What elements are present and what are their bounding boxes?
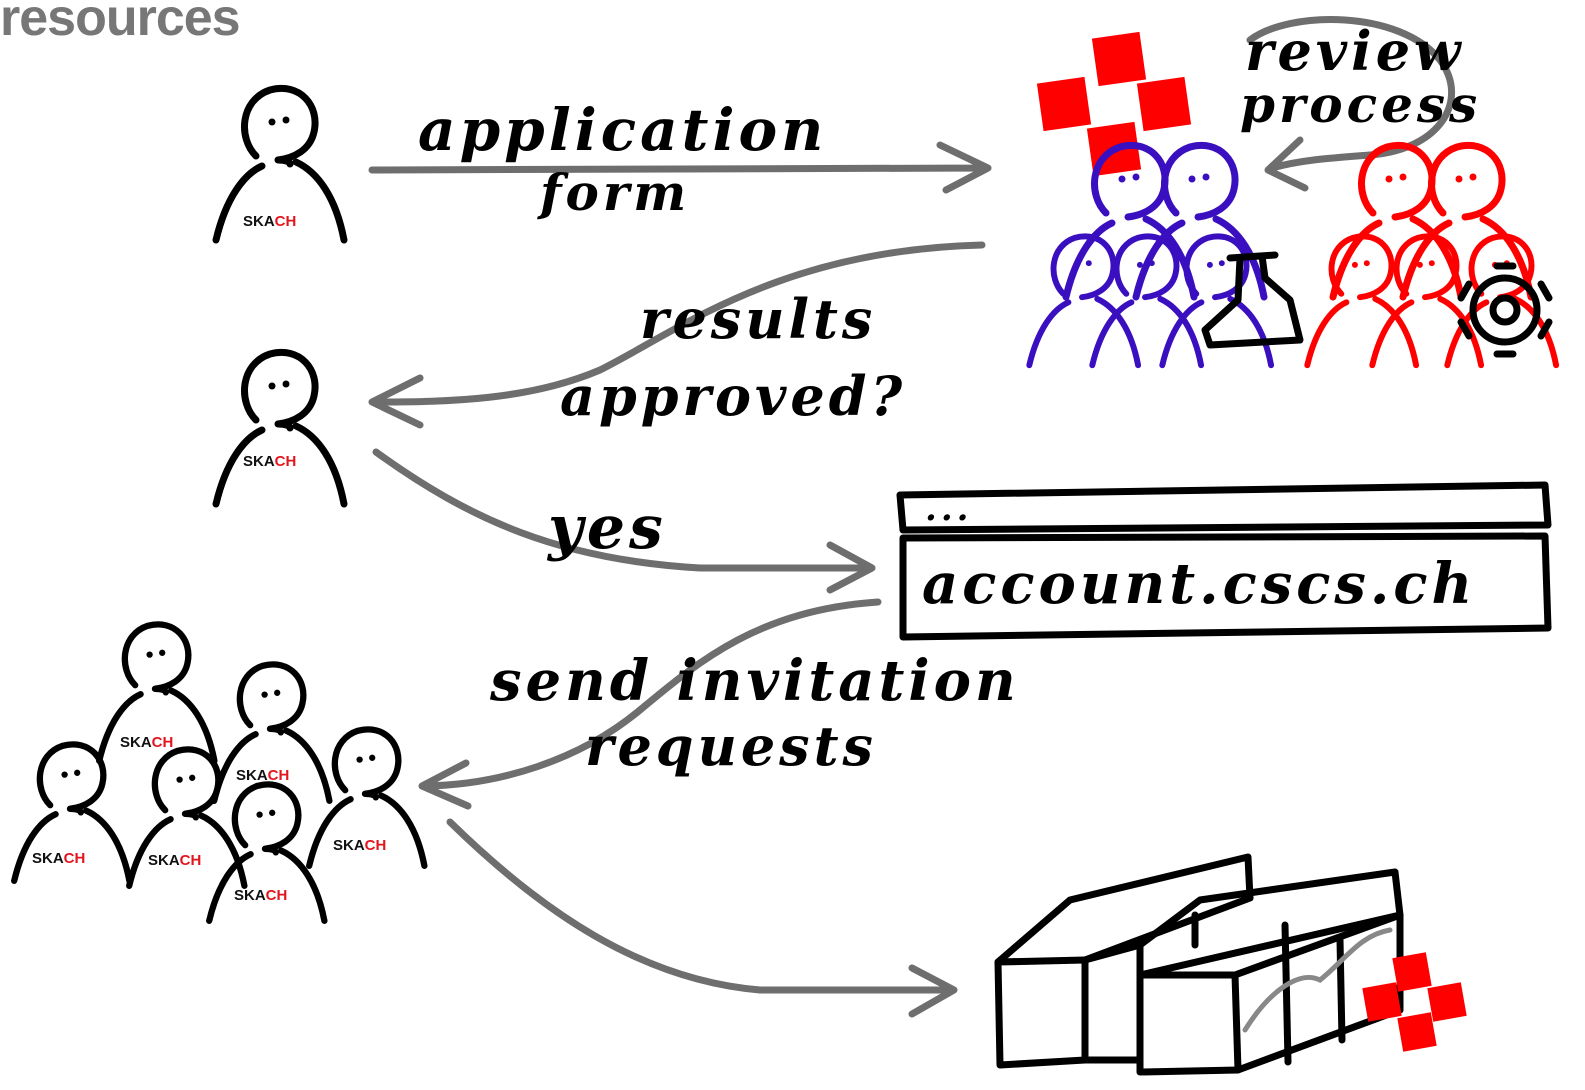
label-application: application [418, 96, 827, 164]
arrow-results [368, 241, 986, 429]
label-send-invitation: send invitation [489, 648, 1020, 714]
arrow-review-loop [1246, 16, 1455, 192]
svg-text:SKACH: SKACH [148, 852, 201, 869]
gear-icon [1457, 262, 1553, 358]
svg-text:SKACH: SKACH [234, 887, 287, 904]
arrow-application [368, 141, 992, 194]
svg-text:SKACH: SKACH [32, 850, 85, 867]
label-requests: requests [585, 714, 877, 778]
flask-icon [1201, 251, 1304, 349]
skach-logo: SKACH [243, 213, 296, 230]
label-review: review [1245, 19, 1465, 83]
svg-text:SKACH: SKACH [333, 837, 386, 854]
user-group: SKACH SKACH SKACH SKACH SKACH SKACH [14, 624, 424, 920]
svg-text:SKACH: SKACH [120, 734, 173, 751]
svg-text:SKACH: SKACH [236, 767, 289, 784]
supercomputer-icon [994, 853, 1467, 1076]
arrow-invitation [418, 598, 882, 810]
label-yes: yes [546, 493, 667, 563]
cscs-logo-icon [1036, 31, 1192, 177]
label-process: process [1240, 75, 1481, 134]
label-form: form [537, 163, 690, 222]
arrow-yes [372, 448, 876, 594]
arrow-access [446, 818, 958, 1018]
browser-dots: ... [925, 489, 973, 529]
label-results: results [640, 287, 876, 351]
skach-logo: SKACH [243, 453, 296, 470]
svg-text:SKACH: SKACH [243, 453, 296, 470]
label-account: account.cscs.ch [922, 551, 1476, 617]
applicant-person-2 [216, 352, 344, 504]
label-approved: approved? [560, 364, 906, 428]
svg-text:SKACH: SKACH [243, 213, 296, 230]
page-title: resources [0, 0, 241, 47]
browser-window-icon: ... account.cscs.ch [896, 481, 1552, 641]
